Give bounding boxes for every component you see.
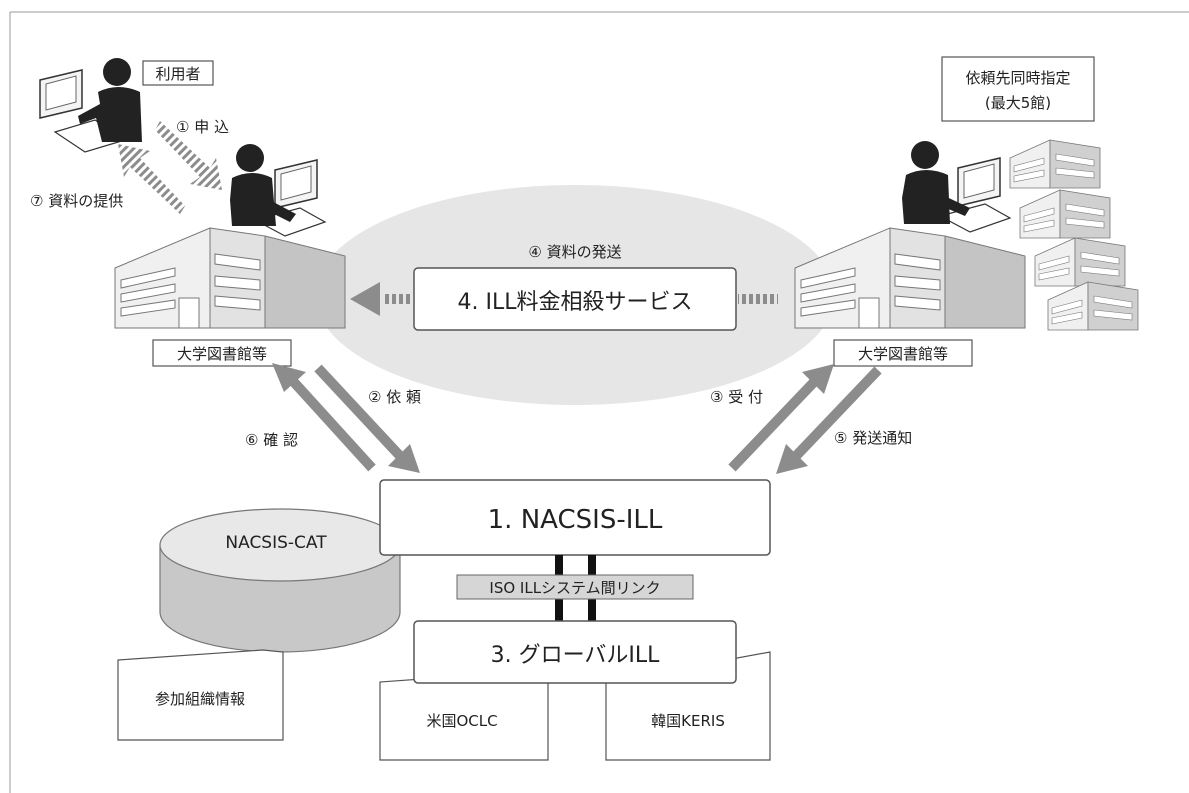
right-library-label-box (833, 339, 973, 367)
nacsis-ill-label: 1. NACSIS-ILL (488, 505, 663, 535)
provide-arrow (118, 144, 185, 214)
ship-arrow-left (350, 282, 413, 316)
keris-label: 韓国KERIS (651, 712, 725, 730)
multi-destination-line2: (最大5館) (985, 94, 1051, 112)
left-library-label-box (152, 339, 292, 367)
ask-label: ② 依 頼 (368, 388, 421, 406)
member-info-document (117, 649, 284, 741)
multi-destination-line1: 依頼先同時指定 (965, 69, 1070, 87)
ship-arrow-right-dashes (738, 294, 778, 304)
nacsis-ill-box (379, 479, 771, 556)
confirm-arrow (272, 363, 376, 472)
iso-link-label: ISO ILLシステム間リンク (489, 579, 660, 597)
right-library-label: 大学図書館等 (858, 345, 948, 363)
staff-person-icon (230, 144, 296, 226)
confirm-label: ⑥ 確 認 (245, 431, 298, 449)
ship-materials-label: ④ 資料の発送 (528, 243, 621, 261)
oclc-label: 米国OCLC (426, 712, 497, 730)
ship-notice-label: ⑤ 発送通知 (834, 429, 912, 447)
fee-service-label: 4. ILL料金相殺サービス (458, 290, 693, 315)
user-label-box (142, 60, 214, 86)
request-arrow (155, 121, 222, 190)
nacsis-cat-label: NACSIS-CAT (225, 533, 327, 553)
left-library-building-icon (114, 227, 346, 329)
user-label: 利用者 (155, 65, 200, 83)
receive-label: ③ 受 付 (710, 388, 763, 406)
global-ill-box (413, 620, 737, 684)
library-cluster-icon (1009, 139, 1139, 331)
right-library-building-icon (794, 227, 1026, 329)
left-library-label: 大学図書館等 (177, 345, 267, 363)
receive-arrow (728, 364, 834, 472)
remote-staff-person-icon (902, 141, 970, 224)
member-info-label: 参加組織情報 (155, 690, 245, 708)
remote-staff-computer-icon (938, 157, 1012, 233)
global-ill-label: 3. グローバルILL (491, 643, 661, 668)
provide-label: ⑦ 資料の提供 (30, 192, 123, 210)
user-person-icon (78, 58, 142, 142)
ask-arrow (314, 364, 420, 473)
request-label: ① 申 込 (176, 118, 229, 136)
ship-notice-arrow (776, 366, 882, 474)
fee-service-box (413, 267, 737, 331)
nacsis-cat-database-icon (159, 508, 401, 653)
multi-destination-box (941, 56, 1095, 122)
iso-link-box (456, 574, 694, 600)
